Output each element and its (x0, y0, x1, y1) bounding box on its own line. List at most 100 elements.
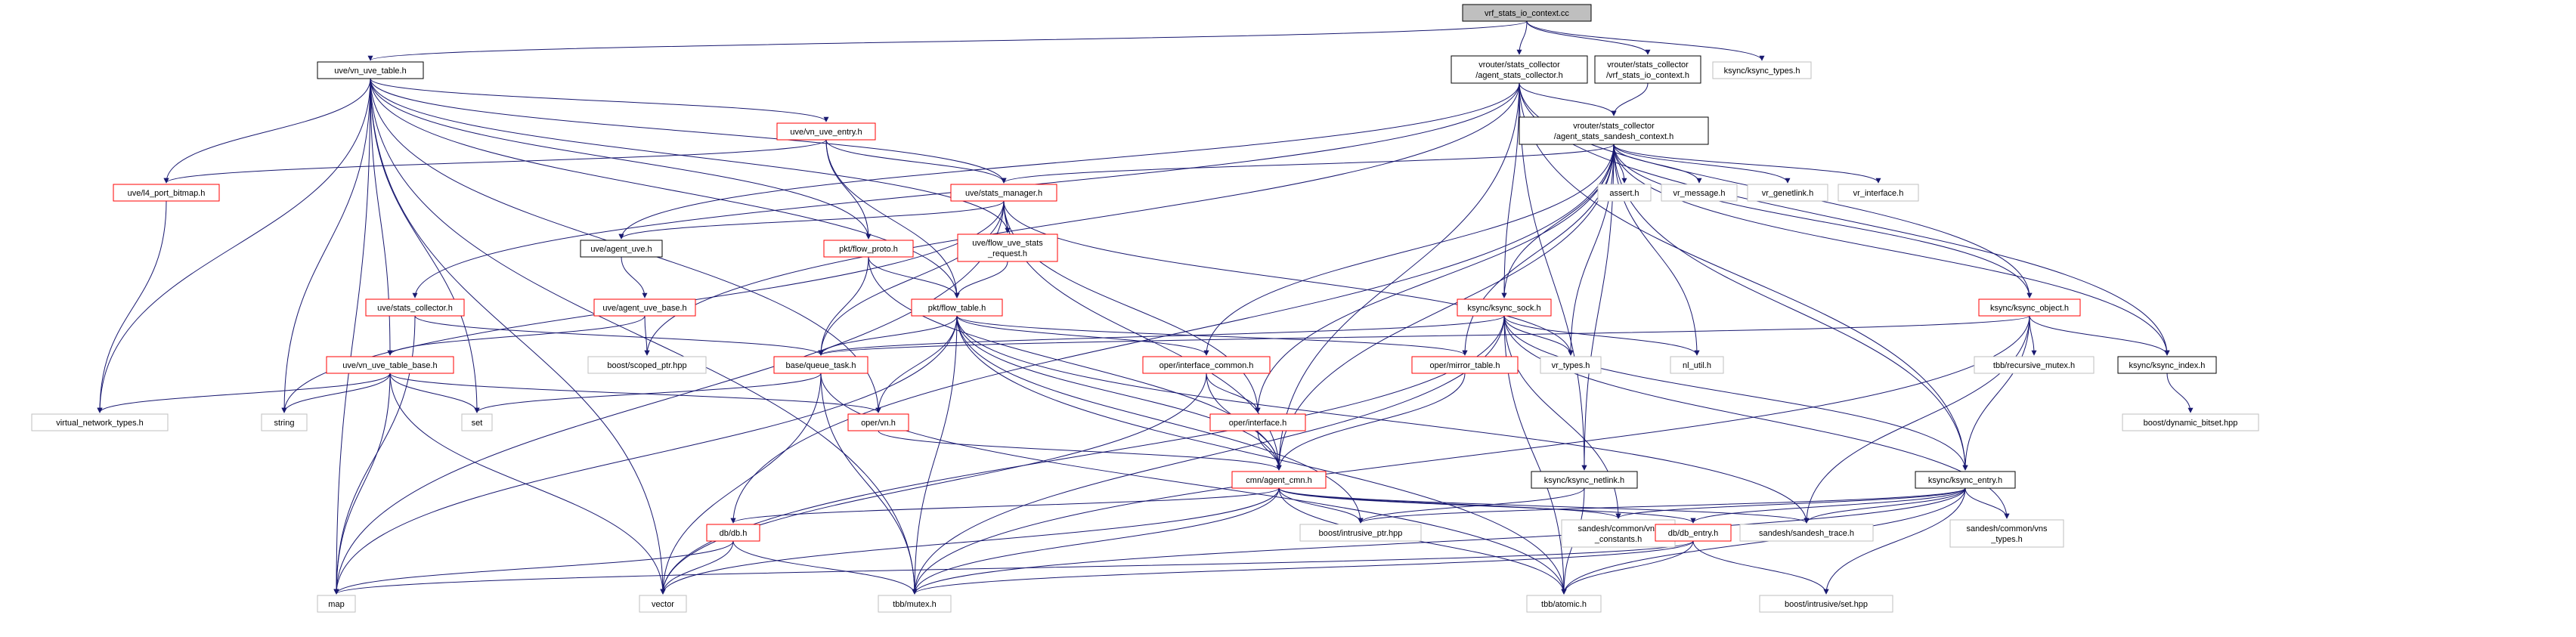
node-ksync-index[interactable]: ksync/ksync_index.h (2117, 356, 2217, 374)
node-flow-table[interactable]: pkt/flow_table.h (911, 298, 1003, 317)
node-vr-message[interactable]: vr_message.h (1661, 184, 1738, 202)
node-ksync-netlink[interactable]: ksync/ksync_netlink.h (1531, 471, 1638, 489)
node-box[interactable] (1974, 356, 2095, 374)
node-ksync-types[interactable]: ksync/ksync_types.h (1712, 61, 1812, 79)
node-box[interactable] (261, 413, 308, 431)
node-box[interactable] (1209, 413, 1306, 431)
node-flow-proto[interactable]: pkt/flow_proto.h (823, 240, 914, 258)
node-db-h[interactable]: db/db.h (706, 524, 760, 542)
node-box[interactable] (1531, 471, 1638, 489)
node-tbb-mutex[interactable]: tbb/mutex.h (878, 595, 952, 613)
edge-queue_task-to-vector_h (660, 373, 822, 595)
node-box[interactable] (317, 595, 356, 613)
node-vn-uve-table[interactable]: uve/vn_uve_table.h (317, 61, 424, 79)
node-box[interactable] (776, 122, 876, 141)
node-box[interactable] (706, 524, 760, 542)
node-tbb-recursive-mutex[interactable]: tbb/recursive_mutex.h (1974, 356, 2095, 374)
node-box[interactable] (2122, 413, 2259, 431)
node-box[interactable] (1915, 471, 2016, 489)
node-box[interactable] (1519, 116, 1709, 145)
node-box[interactable] (1411, 356, 1519, 374)
node-box[interactable] (950, 184, 1057, 202)
node-assert-h[interactable]: assert.h (1597, 184, 1652, 202)
node-virtual-network-types[interactable]: virtual_network_types.h (31, 413, 169, 431)
node-db-entry[interactable]: db/db_entry.h (1655, 524, 1732, 542)
node-string-h[interactable]: string (261, 413, 308, 431)
node-box[interactable] (1594, 55, 1701, 84)
edge-agent_stats_sandesh_context-to-vr_interface (1613, 144, 1881, 184)
node-box[interactable] (823, 240, 914, 258)
node-vr-interface[interactable]: vr_interface.h (1838, 184, 1919, 202)
node-vr-types[interactable]: vr_types.h (1540, 356, 1602, 374)
node-set-h[interactable]: set (461, 413, 493, 431)
node-l4-port-bitmap[interactable]: uve/l4_port_bitmap.h (113, 184, 220, 202)
node-box[interactable] (1747, 184, 1828, 202)
node-sandesh-trace[interactable]: sandesh/sandesh_trace.h (1739, 524, 1874, 542)
node-box[interactable] (580, 240, 663, 258)
node-mirror-table[interactable]: oper/mirror_table.h (1411, 356, 1519, 374)
node-agent-uve-base[interactable]: uve/agent_uve_base.h (593, 298, 696, 317)
node-box[interactable] (1451, 55, 1588, 84)
node-interface-common[interactable]: oper/interface_common.h (1142, 356, 1271, 374)
node-boost-intrusive-ptr[interactable]: boost/intrusive_ptr.hpp (1299, 524, 1422, 542)
node-oper-interface[interactable]: oper/interface.h (1209, 413, 1306, 431)
node-box[interactable] (1142, 356, 1271, 374)
node-stats-collector[interactable]: uve/stats_collector.h (365, 298, 465, 317)
node-boost-scoped-ptr[interactable]: boost/scoped_ptr.hpp (587, 356, 707, 374)
node-vrf-stats-io-context-h[interactable]: vrouter/stats_collector/vrf_stats_io_con… (1594, 55, 1701, 84)
node-ksync-sock[interactable]: ksync/ksync_sock.h (1457, 298, 1552, 317)
node-box[interactable] (2117, 356, 2217, 374)
node-box[interactable] (593, 298, 696, 317)
node-box[interactable] (1462, 4, 1592, 22)
node-box[interactable] (1712, 61, 1812, 79)
node-vn-uve-entry[interactable]: uve/vn_uve_entry.h (776, 122, 876, 141)
node-ksync-object[interactable]: ksync/ksync_object.h (1978, 298, 2081, 317)
node-box[interactable] (1661, 184, 1738, 202)
node-ksync-entry[interactable]: ksync/ksync_entry.h (1915, 471, 2016, 489)
node-box[interactable] (1231, 471, 1327, 489)
node-box[interactable] (1540, 356, 1602, 374)
node-box[interactable] (1670, 356, 1724, 374)
node-agent-cmn[interactable]: cmn/agent_cmn.h (1231, 471, 1327, 489)
node-box[interactable] (113, 184, 220, 202)
node-box[interactable] (1597, 184, 1652, 202)
node-stats-manager[interactable]: uve/stats_manager.h (950, 184, 1057, 202)
node-box[interactable] (639, 595, 687, 613)
node-tbb-atomic[interactable]: tbb/atomic.h (1526, 595, 1602, 613)
node-box[interactable] (365, 298, 465, 317)
node-box[interactable] (461, 413, 493, 431)
node-box[interactable] (1739, 524, 1874, 542)
node-box[interactable] (326, 356, 454, 374)
node-vn-uve-table-base[interactable]: uve/vn_uve_table_base.h (326, 356, 454, 374)
node-box[interactable] (1838, 184, 1919, 202)
node-box[interactable] (317, 61, 424, 79)
node-box[interactable] (31, 413, 169, 431)
node-box[interactable] (847, 413, 909, 431)
node-agent-stats-collector[interactable]: vrouter/stats_collector/agent_stats_coll… (1451, 55, 1588, 84)
node-box[interactable] (1949, 519, 2064, 548)
node-box[interactable] (587, 356, 707, 374)
node-sandesh-vns-types[interactable]: sandesh/common/vns_types.h (1949, 519, 2064, 548)
node-box[interactable] (957, 233, 1058, 262)
node-boost-dynamic-bitset[interactable]: boost/dynamic_bitset.hpp (2122, 413, 2259, 431)
node-box[interactable] (1978, 298, 2081, 317)
node-vr-genetlink[interactable]: vr_genetlink.h (1747, 184, 1828, 202)
node-queue-task[interactable]: base/queue_task.h (773, 356, 868, 374)
node-flow-uve-stats-request[interactable]: uve/flow_uve_stats_request.h (957, 233, 1058, 262)
node-root[interactable]: vrf_stats_io_context.cc (1462, 4, 1592, 22)
node-box[interactable] (878, 595, 952, 613)
node-box[interactable] (1759, 595, 1893, 613)
node-box[interactable] (773, 356, 868, 374)
node-vector-h[interactable]: vector (639, 595, 687, 613)
node-oper-vn[interactable]: oper/vn.h (847, 413, 909, 431)
node-box[interactable] (1457, 298, 1552, 317)
node-box[interactable] (1526, 595, 1602, 613)
node-map-h[interactable]: map (317, 595, 356, 613)
node-box[interactable] (911, 298, 1003, 317)
node-agent-stats-sandesh-context[interactable]: vrouter/stats_collector/agent_stats_sand… (1519, 116, 1709, 145)
node-nl-util[interactable]: nl_util.h (1670, 356, 1724, 374)
node-box[interactable] (1655, 524, 1732, 542)
node-box[interactable] (1299, 524, 1422, 542)
node-agent-uve[interactable]: uve/agent_uve.h (580, 240, 663, 258)
node-boost-intrusive-set[interactable]: boost/intrusive/set.hpp (1759, 595, 1893, 613)
